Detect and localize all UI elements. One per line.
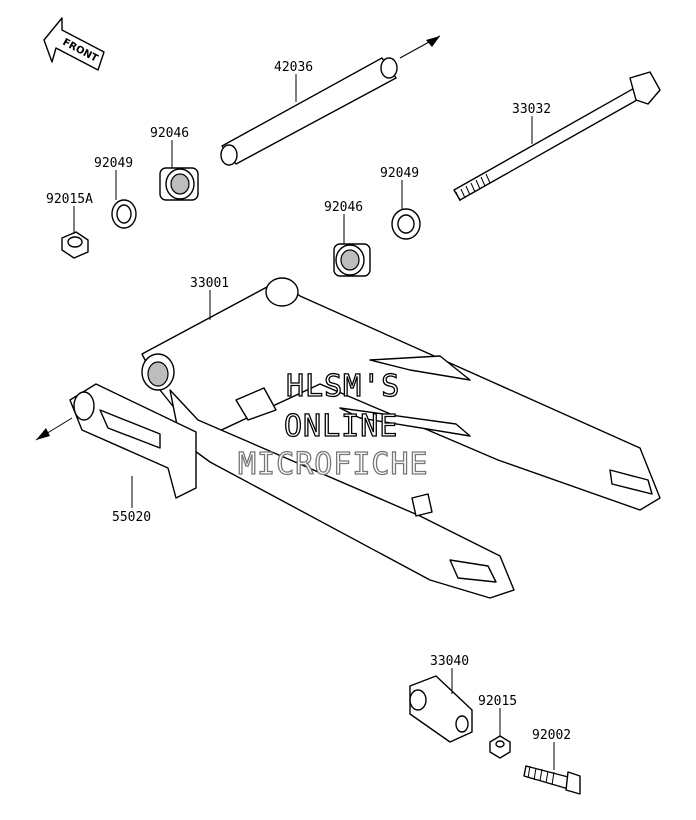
adjuster-nut (489, 735, 511, 759)
callout-92015A: 92015A (46, 192, 93, 207)
watermark-line-1: HLSM'S (286, 369, 400, 404)
washer-left (111, 199, 137, 229)
callout-42036: 42036 (274, 60, 313, 75)
callout-33040: 33040 (430, 654, 469, 669)
adjuster-bolt (523, 765, 581, 795)
callout-92049-right: 92049 (380, 166, 419, 181)
callout-92002: 92002 (532, 728, 571, 743)
washer-right (391, 208, 421, 240)
pivot-bolt (453, 71, 661, 202)
pivot-nut (61, 231, 89, 259)
chain-guide (69, 383, 197, 499)
callout-92046-left: 92046 (150, 126, 189, 141)
watermark-line-3: MICROFICHE (238, 447, 429, 482)
callout-92049-left: 92049 (94, 156, 133, 171)
callout-92015: 92015 (478, 694, 517, 709)
callout-33001: 33001 (190, 276, 229, 291)
swingarm (141, 277, 661, 599)
needle-bearing-left (159, 167, 199, 201)
direction-arrow-top (399, 35, 441, 59)
callout-55020: 55020 (112, 510, 151, 525)
direction-arrow-left (35, 417, 73, 441)
front-arrow: FRONT (43, 17, 105, 71)
callout-33032: 33032 (512, 102, 551, 117)
chain-adjuster (409, 675, 473, 743)
watermark-line-2: ONLINE (284, 409, 398, 444)
pivot-tube (220, 57, 398, 166)
needle-bearing-right (333, 243, 371, 277)
leader-lines (73, 74, 555, 770)
callout-92046-right: 92046 (324, 200, 363, 215)
